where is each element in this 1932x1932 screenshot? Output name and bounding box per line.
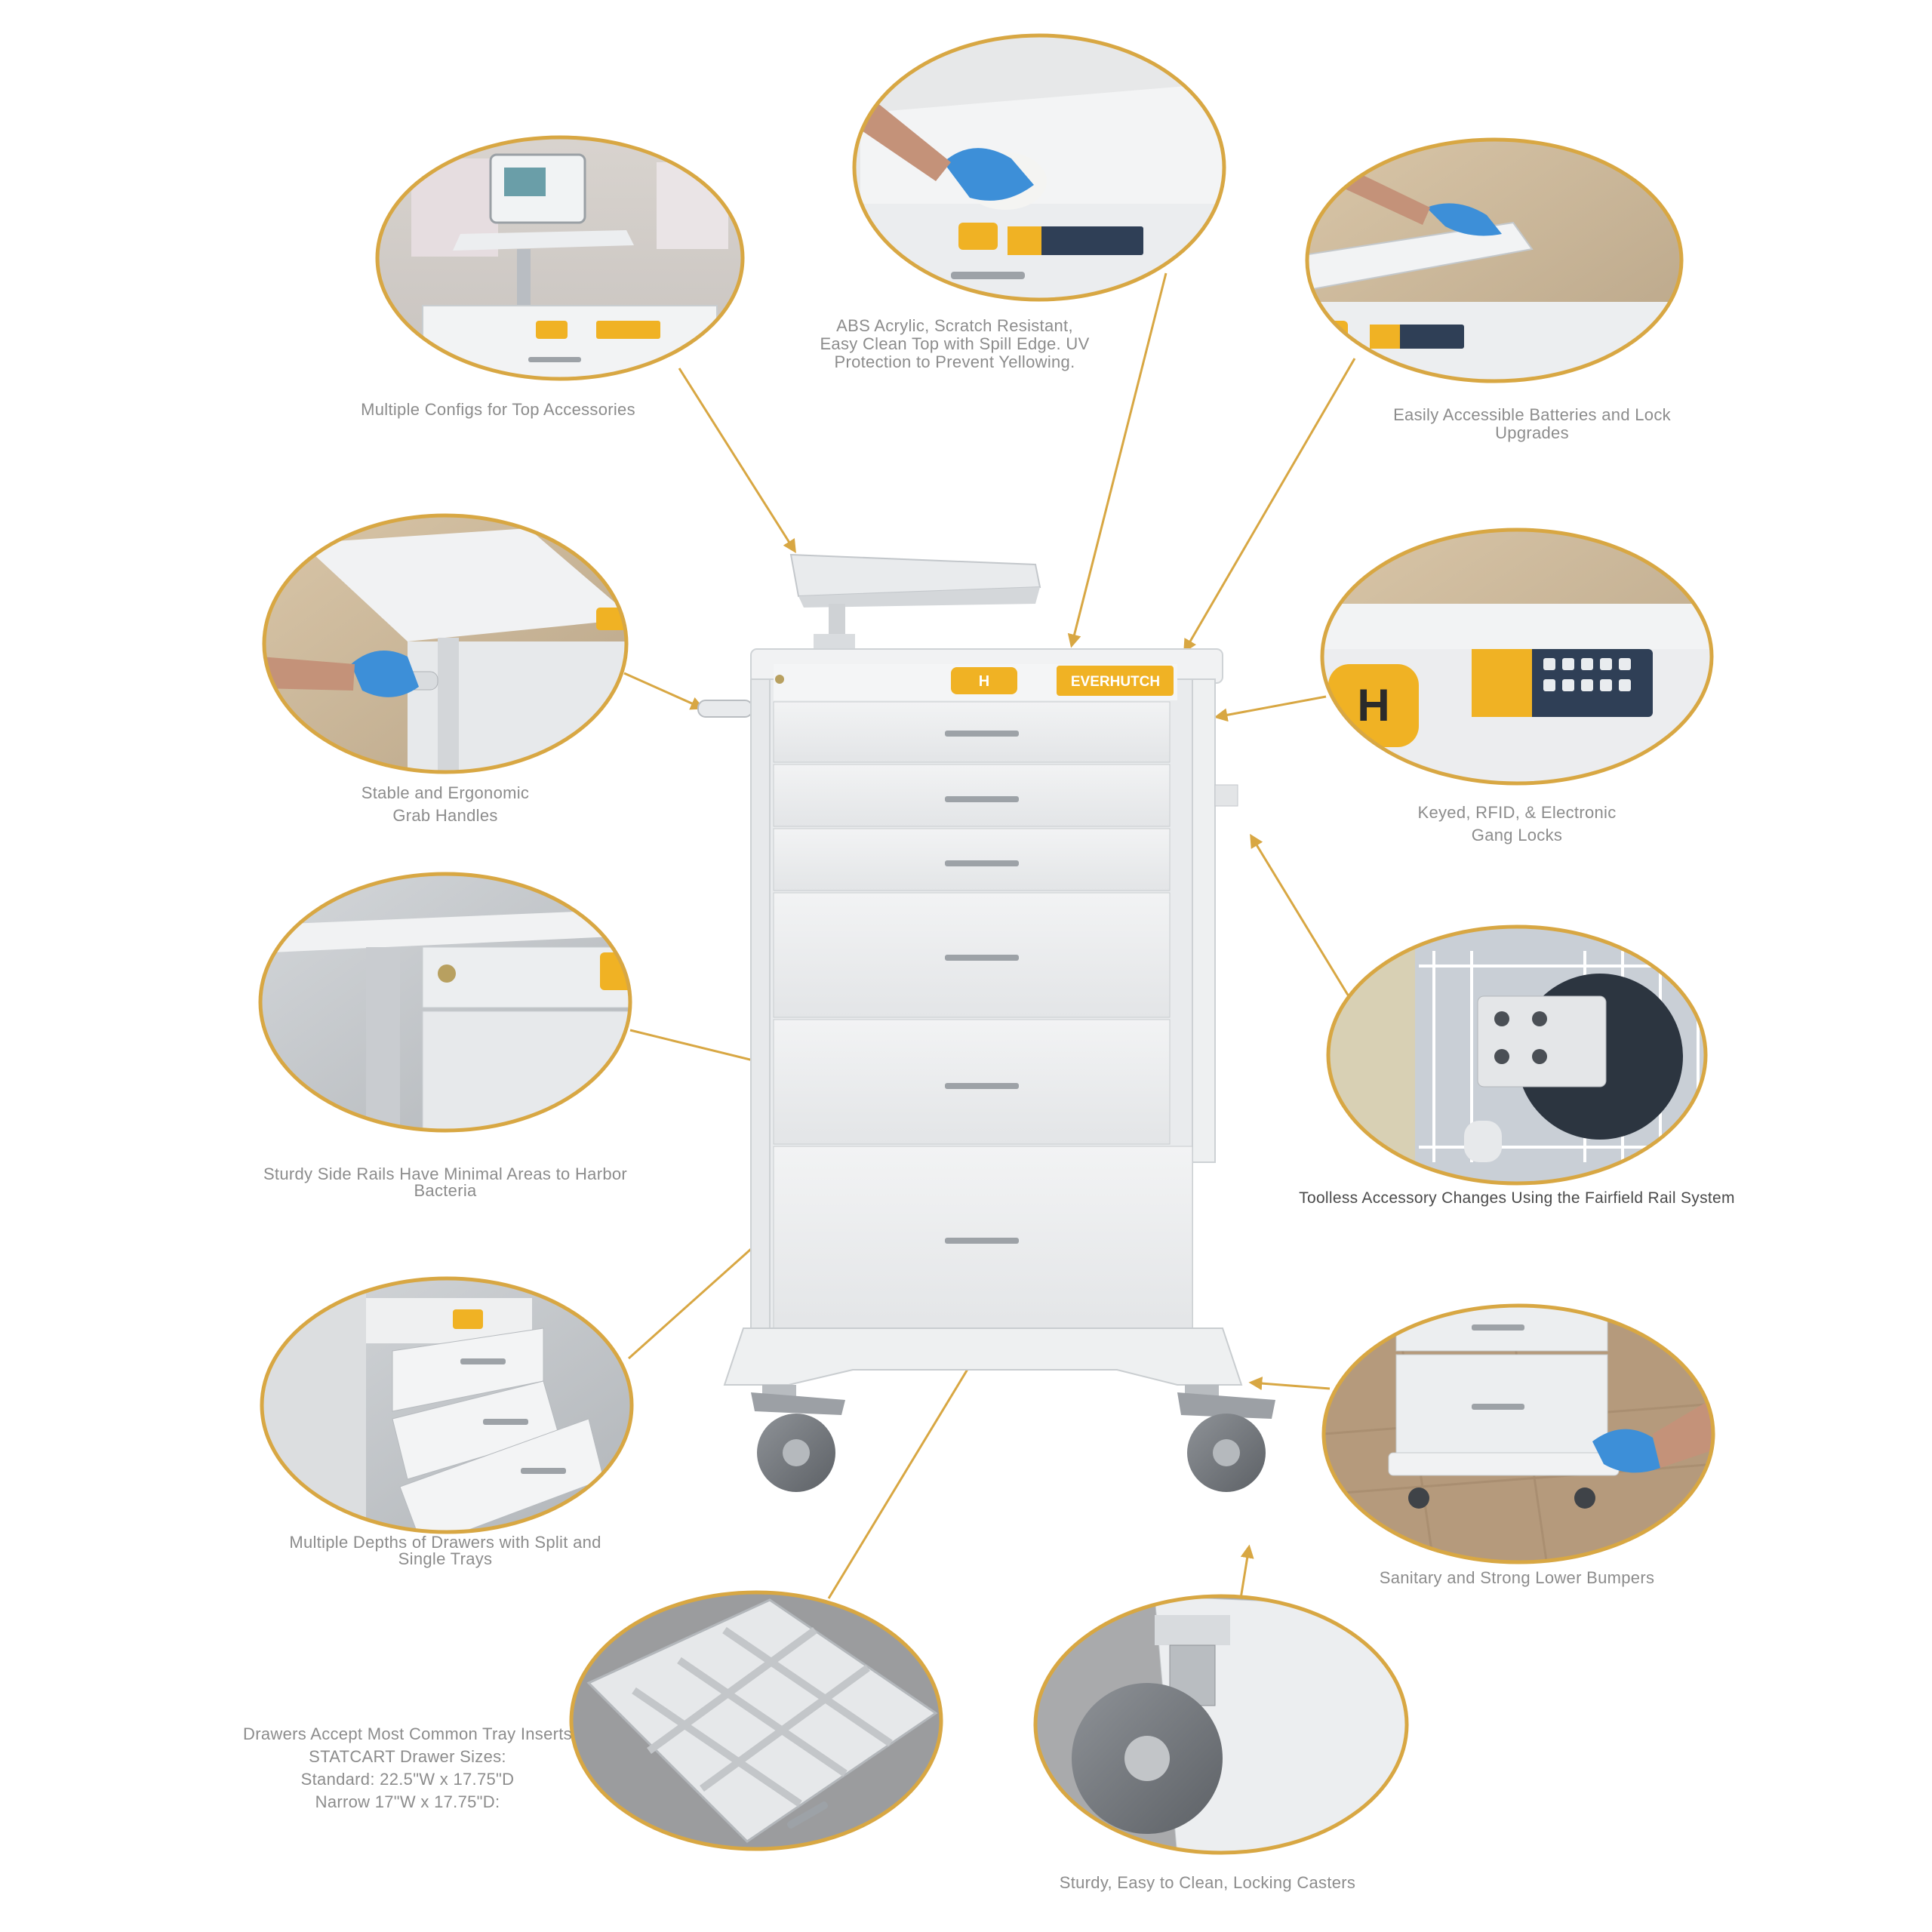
- drawer-2: [773, 764, 1171, 827]
- rail-system-photo: [1326, 924, 1708, 1186]
- caption-drawer-depths: Multiple Depths of Drawers with Split an…: [289, 1533, 601, 1568]
- caption-casters: Sturdy, Easy to Clean, Locking Casters: [1059, 1873, 1356, 1892]
- caption-abs-top: ABS Acrylic, Scratch Resistant, Easy Cle…: [820, 316, 1090, 371]
- side-rail-photo: [258, 872, 632, 1133]
- front-right-caster: [1177, 1385, 1275, 1492]
- grab-handle: [697, 700, 753, 718]
- nameplate-text: EVERHUTCH: [1071, 674, 1160, 690]
- caster-photo: [1033, 1594, 1409, 1855]
- caption-top-accessories: Multiple Configs for Top Accessories: [361, 400, 635, 419]
- lower-bumper-photo: [1321, 1303, 1715, 1564]
- arrow-batteries: [1183, 358, 1356, 654]
- caption-rail-system: Toolless Accessory Changes Using the Fai…: [1299, 1189, 1735, 1207]
- drawer-depths-photo: [260, 1276, 634, 1534]
- arrow-grab-handles: [623, 672, 705, 710]
- caption-side-rails: Sturdy Side Rails Have Minimal Areas to …: [263, 1164, 628, 1200]
- arrow-casters: [1239, 1544, 1254, 1599]
- front-left-caster: [751, 1385, 845, 1492]
- top-accessory-shelf: [789, 553, 1041, 651]
- caption-gang-locks: Keyed, RFID, & Electronic Gang Locks: [1417, 803, 1617, 844]
- caption-tray-inserts: Drawers Accept Most Common Tray Inserts …: [243, 1724, 572, 1811]
- drawer-5: [773, 1019, 1171, 1145]
- top-accessory-photo: [375, 135, 745, 381]
- arrow-side-rails: [629, 1029, 765, 1067]
- battery-access-photo: [1305, 137, 1684, 383]
- svg-text:H: H: [1357, 680, 1389, 731]
- arrow-abs-top: [1067, 272, 1168, 648]
- tray-insert-photo: [569, 1590, 943, 1851]
- arrow-gang-locks: [1214, 695, 1327, 722]
- arrow-rail-system: [1250, 833, 1350, 997]
- key-lock: [775, 675, 784, 684]
- arrow-tray-inserts: [827, 1325, 994, 1599]
- callout-arrows: [623, 272, 1356, 1599]
- caption-bumpers: Sanitary and Strong Lower Bumpers: [1379, 1568, 1655, 1587]
- grab-handle-photo: [262, 513, 629, 774]
- caption-grab-handles: Stable and Ergonomic Grab Handles: [361, 783, 530, 825]
- gang-lock-photo: H: [1320, 528, 1714, 786]
- arrow-bumpers: [1248, 1377, 1331, 1391]
- everhutch-logo-badge: [951, 667, 1017, 694]
- drawer-stack: [773, 701, 1193, 1336]
- statcart-medication-cart: H EVERHUTCH: [697, 553, 1275, 1492]
- arrow-top-accessories: [678, 368, 796, 554]
- lower-bumper: [723, 1327, 1243, 1386]
- drawer-3: [773, 828, 1171, 891]
- everhutch-nameplate: [1057, 666, 1174, 696]
- svg-text:H: H: [979, 673, 989, 690]
- caption-batteries: Easily Accessible Batteries and Lock Upg…: [1393, 405, 1671, 442]
- spill-edge-top-photo: [852, 33, 1226, 302]
